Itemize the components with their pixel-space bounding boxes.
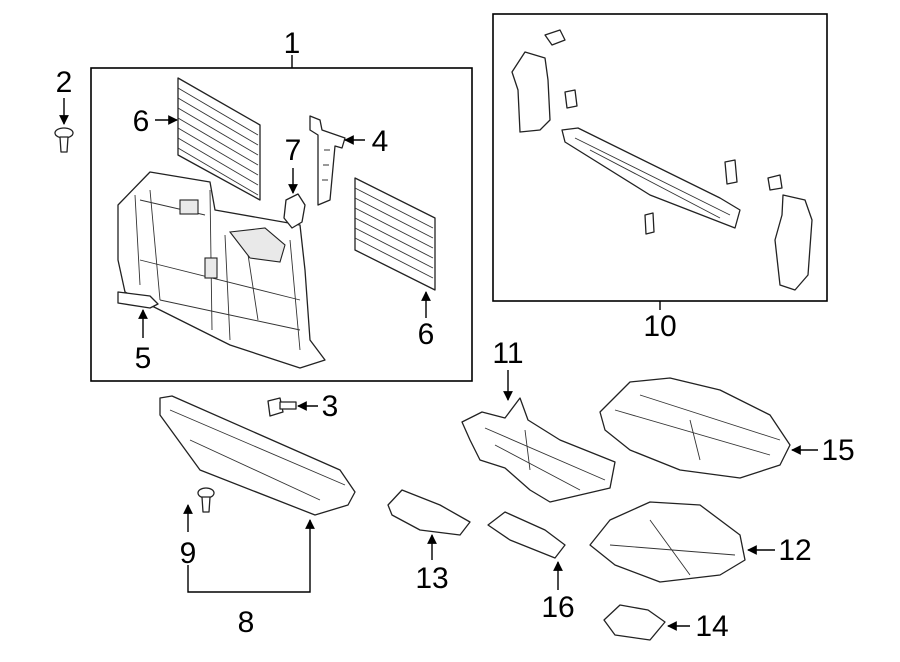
part-13-bracket bbox=[387, 489, 471, 536]
assembly-box-1 bbox=[90, 67, 473, 382]
part-1-shutter-frame bbox=[117, 171, 326, 369]
part-7-clip bbox=[283, 193, 306, 229]
part-2-push-pin bbox=[54, 127, 74, 153]
callout-11: 11 bbox=[492, 337, 523, 370]
callout-12: 12 bbox=[778, 534, 811, 567]
part-12-splash-shield bbox=[589, 501, 746, 583]
callout-3: 3 bbox=[322, 390, 339, 423]
part-15-shield bbox=[599, 377, 791, 479]
part-11-skid-bracket bbox=[461, 397, 616, 503]
part-16-bracket bbox=[487, 511, 566, 559]
callout-14: 14 bbox=[695, 610, 728, 643]
part-9-push-pin bbox=[197, 487, 215, 513]
callout-16: 16 bbox=[541, 591, 574, 624]
leader-8 bbox=[187, 519, 315, 593]
callout-8: 8 bbox=[238, 606, 255, 639]
part-5-seal bbox=[117, 291, 159, 309]
callout-2: 2 bbox=[56, 66, 73, 99]
callout-6-left: 6 bbox=[133, 105, 150, 138]
part-4-bracket bbox=[309, 115, 346, 206]
callout-1: 1 bbox=[284, 27, 301, 60]
callout-4: 4 bbox=[372, 125, 389, 158]
part-8-deflector bbox=[159, 395, 356, 516]
part-6-right-louvers bbox=[354, 177, 436, 291]
callout-13: 13 bbox=[415, 562, 448, 595]
callout-15: 15 bbox=[821, 434, 854, 467]
callout-7: 7 bbox=[285, 134, 302, 167]
part-6-left-louvers bbox=[177, 77, 261, 201]
part-14-shield bbox=[603, 604, 666, 641]
part-3-bolt bbox=[267, 397, 297, 417]
callout-10: 10 bbox=[643, 310, 676, 343]
callout-5: 5 bbox=[135, 342, 152, 375]
callout-6-right: 6 bbox=[418, 318, 435, 351]
part-10-upper-tie-bar bbox=[511, 29, 813, 291]
callout-9: 9 bbox=[180, 537, 197, 570]
